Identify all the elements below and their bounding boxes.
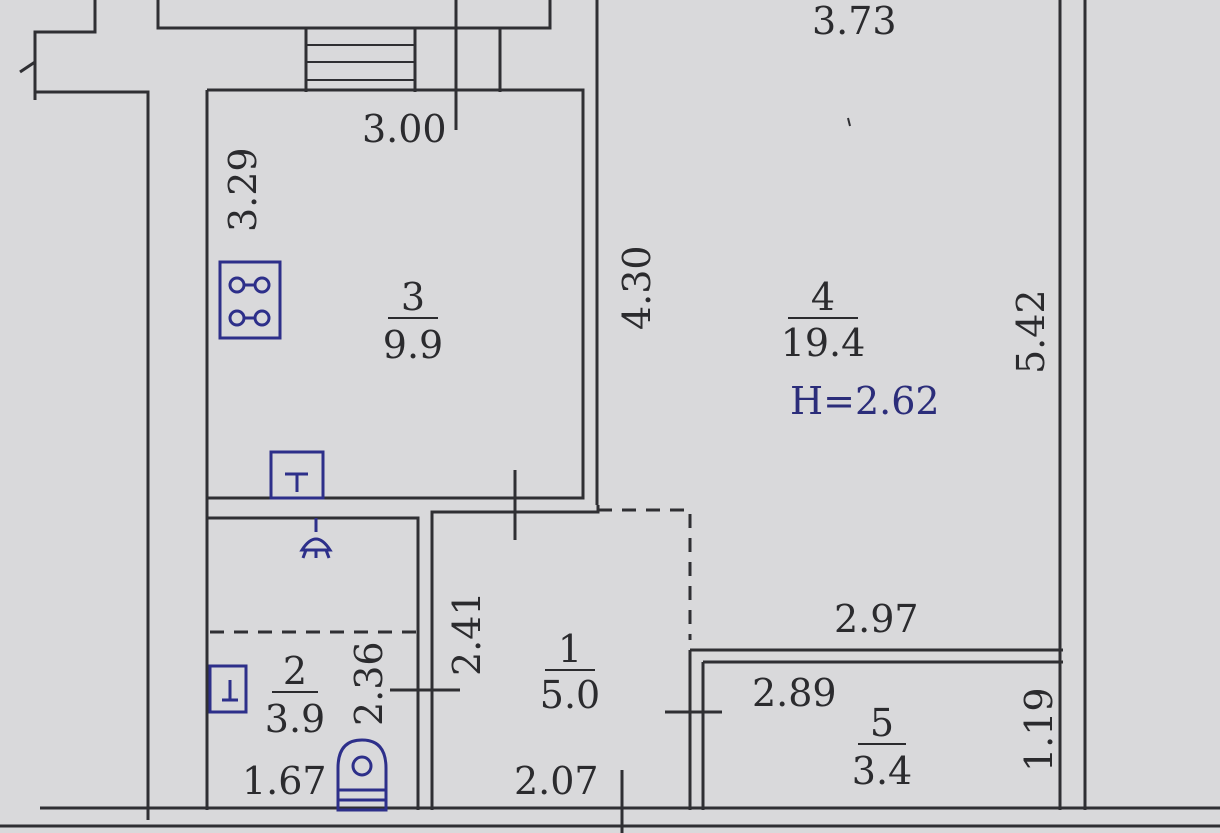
- stove-icon: [218, 260, 282, 340]
- dimension-2-97: 2.97: [834, 597, 919, 641]
- room-3-number: 3: [401, 275, 425, 319]
- room-5-area: 3.4: [852, 749, 912, 793]
- dimension-1-67: 1.67: [242, 759, 327, 803]
- dimension-2-89: 2.89: [752, 671, 837, 715]
- room-1-number: 1: [558, 627, 582, 671]
- room-4-area: 19.4: [781, 321, 866, 365]
- dimension-4-30: 4.30: [615, 245, 659, 330]
- room-3-label: 3 9.9: [383, 275, 443, 367]
- room-2-number: 2: [283, 649, 307, 693]
- washbasin-icon: [208, 664, 248, 714]
- dimension-3-29: 3.29: [221, 147, 265, 232]
- ceiling-height: H=2.62: [790, 379, 940, 423]
- dimension-1-19: 1.19: [1017, 687, 1061, 772]
- dimension-2-41: 2.41: [445, 591, 489, 676]
- shower-icon: [299, 518, 333, 559]
- room-4-label: 4 19.4: [781, 275, 866, 365]
- dimension-2-07: 2.07: [514, 759, 599, 803]
- toilet-icon: [336, 738, 388, 812]
- room-5-number: 5: [870, 701, 894, 745]
- dimension-3-73: 3.73: [812, 0, 897, 43]
- room-3-area: 9.9: [383, 323, 443, 367]
- sink-icon: [269, 450, 325, 500]
- room-2-area: 3.9: [265, 697, 325, 741]
- dimension-3-00: 3.00: [362, 107, 447, 151]
- room-4-mark: [847, 117, 851, 127]
- room-5-label: 5 3.4: [852, 701, 912, 793]
- dimension-5-42: 5.42: [1009, 289, 1053, 374]
- room-2-label: 2 3.9: [265, 649, 325, 741]
- dimension-2-36: 2.36: [347, 641, 391, 726]
- lower-walls: [205, 498, 1063, 833]
- room-1-label: 1 5.0: [540, 627, 600, 717]
- room-1-area: 5.0: [540, 673, 600, 717]
- room-4-number: 4: [811, 275, 835, 319]
- room-3-walls: [205, 88, 585, 540]
